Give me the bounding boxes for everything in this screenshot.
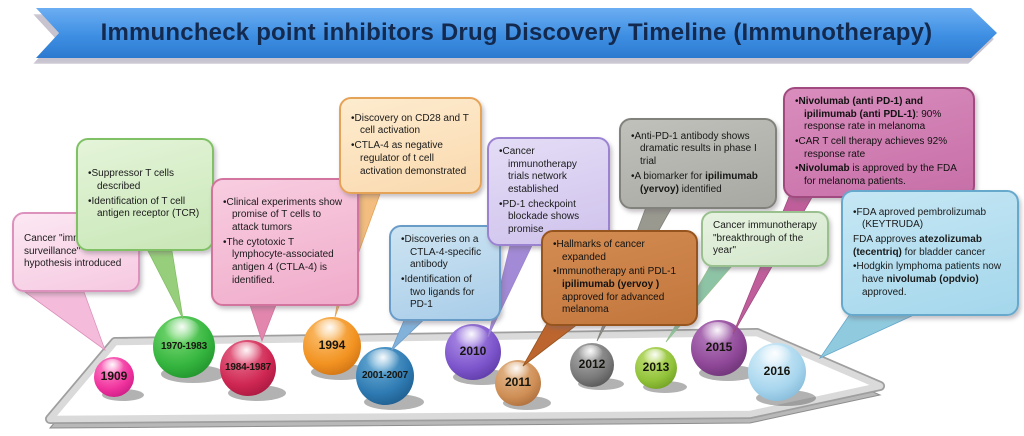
- tail-1909: [23, 291, 106, 352]
- callout-item: •CTLA-4 as negative regulator of t cell …: [351, 140, 467, 177]
- callout-item: •Anti-PD-1 antibody shows dramatic resul…: [631, 130, 757, 168]
- callout-item: •Discovery on CD28 and T cell activation: [351, 112, 469, 137]
- callout-2010: •Cancer immunotherapy trials network est…: [487, 137, 610, 246]
- callout-item: •A biomarker for ipilimumab (yervoy) ide…: [631, 170, 758, 195]
- timeline-year-label: 2015: [705, 340, 733, 354]
- timeline-year-label: 1970-1983: [160, 340, 208, 352]
- callout-2012: •Anti-PD-1 antibody shows dramatic resul…: [619, 118, 777, 209]
- milestone-sphere-2010: 2010: [445, 324, 501, 380]
- callout-2001-2007: •Discoveries on a CTLA-4-specific antibo…: [389, 225, 501, 322]
- tail-1970-1983: [147, 250, 184, 320]
- callout-2013: Cancer immunotherapy "breakthrough of th…: [701, 211, 829, 268]
- tail-2016: [818, 313, 917, 359]
- milestone-sphere-2012: 2012: [570, 343, 614, 387]
- timeline-year-label: 1984-1987: [224, 361, 272, 373]
- timeline-year-label: 1994: [318, 338, 346, 352]
- callout-item: •FDA aproved pembrolizumab (KEYTRUDA): [853, 206, 987, 231]
- milestone-sphere-1970-1983: 1970-1983: [153, 316, 215, 378]
- callout-item: •The cytotoxic T lymphocyte-associated a…: [223, 236, 334, 286]
- callout-item: Cancer "immune surveillance" hypothesis …: [24, 232, 122, 270]
- milestone-sphere-2013: 2013: [635, 347, 677, 389]
- callout-1984-1987: •Clinical experiments show promise of T …: [211, 178, 359, 306]
- callout-item: •Hallmarks of cancer expanded: [553, 239, 645, 263]
- timeline-year-label: 2016: [763, 364, 791, 378]
- callout-item: •Suppressor T cells described: [88, 168, 174, 192]
- callout-item: •Hodgkin lymphoma patients now have nivo…: [853, 261, 1002, 298]
- callout-item: FDA approves atezolizumab (tecentriq) fo…: [853, 233, 986, 258]
- callout-item: •Identification of T cell antigen recept…: [88, 195, 200, 220]
- callout-item: •Cancer immunotherapy trials network est…: [499, 146, 577, 196]
- milestone-sphere-1994: 1994: [303, 317, 361, 375]
- callout-item: •Clinical experiments show promise of T …: [223, 196, 343, 233]
- callout-item: •Nivolumab is approved by the FDA for me…: [795, 163, 957, 188]
- title-banner: Immuncheck point inhibitors Drug Discove…: [36, 8, 997, 58]
- callout-item: •Immunotherapy anti PDL-1 ipilimumab (ye…: [553, 266, 677, 316]
- callout-2016: •FDA aproved pembrolizumab (KEYTRUDA)FDA…: [841, 190, 1019, 316]
- milestone-sphere-1909: 1909: [94, 357, 134, 397]
- callout-item: •Discoveries on a CTLA-4-specific antibo…: [401, 234, 482, 271]
- callout-1970-1983: •Suppressor T cells described •Identifica…: [76, 138, 214, 251]
- callout-2015: •Nivolumab (anti PD-1) and ipilimumab (a…: [783, 87, 975, 198]
- timeline-year-label: 2013: [642, 360, 670, 374]
- callout-item: •Nivolumab (anti PD-1) and ipilimumab (a…: [795, 96, 942, 133]
- timeline-year-label: 2012: [578, 357, 606, 371]
- page-title: Immuncheck point inhibitors Drug Discove…: [100, 19, 933, 46]
- timeline-year-label: 2001-2007: [361, 369, 409, 381]
- callout-item: Cancer immunotherapy "breakthrough of th…: [713, 220, 817, 257]
- callout-item: •PD-1 checkpoint blockade shows promise: [499, 198, 580, 236]
- milestone-sphere-1984-1987: 1984-1987: [220, 340, 276, 396]
- callout-item: •CAR T cell therapy achieves 92% respons…: [795, 136, 948, 160]
- timeline-year-label: 2010: [459, 344, 487, 358]
- tail-1984-1987: [249, 304, 277, 343]
- callout-2011: •Hallmarks of cancer expanded •Immunother…: [541, 230, 698, 327]
- milestone-sphere-2015: 2015: [691, 320, 747, 376]
- milestone-sphere-2016: 2016: [748, 343, 806, 401]
- milestone-sphere-2001-2007: 2001-2007: [356, 347, 414, 405]
- milestone-sphere-2011: 2011: [495, 360, 541, 406]
- timeline-year-label: 1909: [100, 369, 128, 383]
- callout-item: •Identification of two ligands for PD-1: [401, 274, 475, 311]
- callout-1994: •Discovery on CD28 and T cell activation…: [339, 97, 482, 194]
- timeline-year-label: 2011: [504, 375, 532, 389]
